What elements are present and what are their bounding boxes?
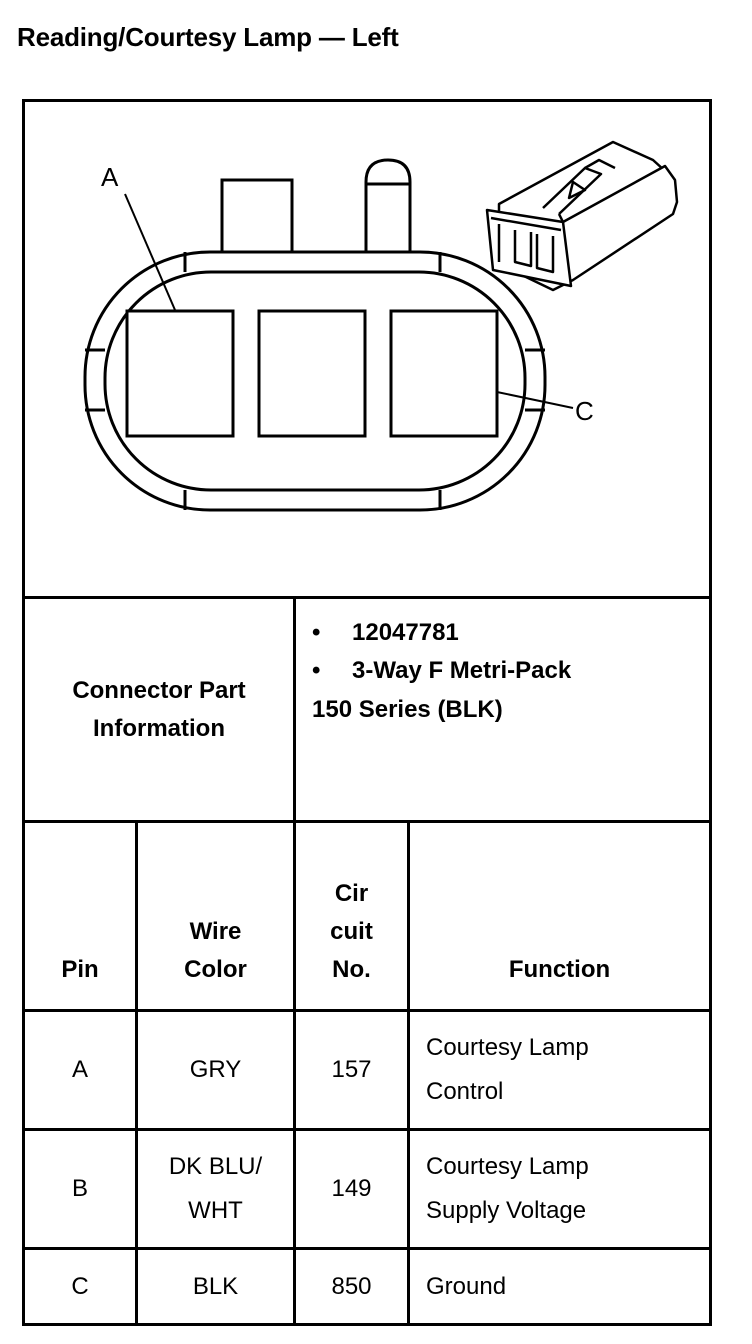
row-b-pin: B [71,1175,88,1202]
header-wire-color: Wire Color [184,918,247,983]
table-divider [407,823,410,1323]
page-title: Reading/Courtesy Lamp — Left [17,22,399,52]
pin-c-label: C [575,396,594,426]
connector-latch-tab [220,178,294,262]
connector-description-line2: 150 Series (BLK) [312,696,503,723]
pin-b-cavity [257,309,367,438]
pin-table: Pin Wire Color Cir cuit No. Function A G… [25,823,709,1323]
table-divider [135,823,138,1323]
row-a-function: Courtesy Lamp Control [426,1034,589,1105]
connector-diagram: A C [25,102,709,599]
header-circuit-number: Cir cuit No. [330,880,373,983]
row-a-pin: A [71,1056,88,1083]
table-divider [25,1009,709,1012]
pin-a-cavity [125,309,235,438]
connector-info-label-cell: Connector Part Information [25,599,296,820]
pin-a-label: A [101,162,119,192]
connector-document-frame: A C Connector Part Information • [22,99,712,1326]
connector-info-label: Connector Part Information [72,676,246,742]
table-divider [25,1247,709,1250]
row-c-function: Ground [426,1272,507,1300]
bullet-icon: • [312,657,321,684]
header-function: Function [508,956,611,983]
row-c-circuit: 850 [331,1272,372,1300]
row-b-wire-color: DK BLU/ WHT [168,1153,263,1224]
bullet-icon: • [312,619,321,646]
part-number: 12047781 [352,619,459,646]
table-divider [293,823,296,1323]
row-c-pin: C [71,1272,89,1300]
header-pin: Pin [61,956,99,983]
row-a-circuit: 157 [331,1056,372,1083]
row-b-function: Courtesy Lamp Supply Voltage [426,1153,589,1224]
row-c-wire-color: BLK [192,1272,239,1300]
row-b-circuit: 149 [331,1175,372,1202]
connector-part-information: Connector Part Information • 12047781 • … [25,599,709,823]
pin-a-leader [124,193,176,311]
connector-info-details: • 12047781 • 3-Way F Metri-Pack 150 Seri… [296,599,709,820]
pin-c-cavity [389,309,499,438]
connector-polarization-key [364,158,412,283]
pin-c-leader [496,391,574,409]
connector-face-drawing: A C [83,140,679,512]
row-a-wire-color: GRY [189,1056,242,1083]
connector-description-line1: 3-Way F Metri-Pack [352,657,572,684]
table-divider [25,1128,709,1131]
connector-3d-view [485,140,679,292]
